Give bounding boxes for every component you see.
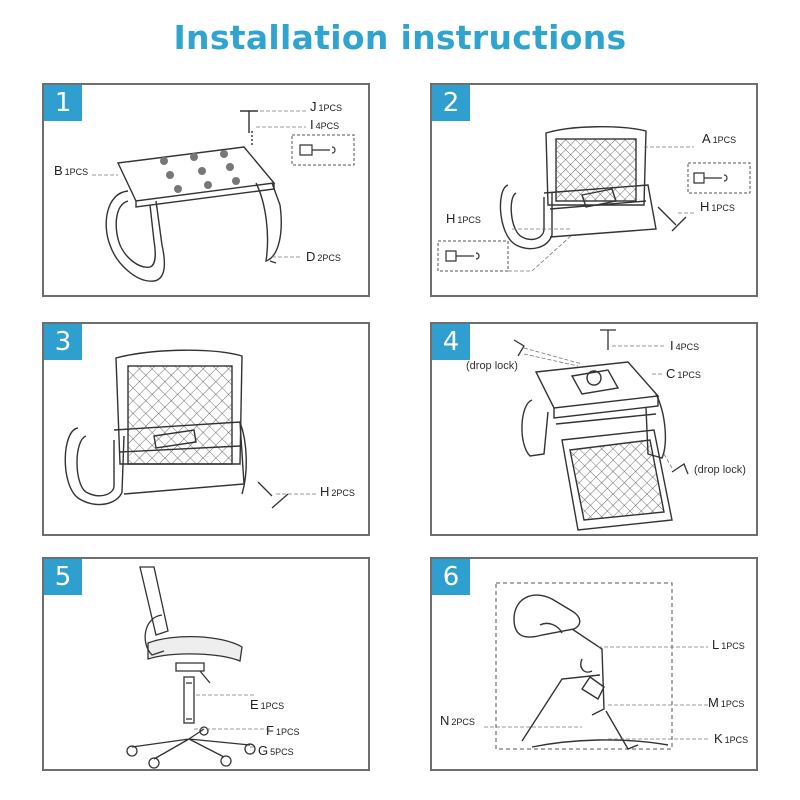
step-2-panel: 2 [430, 83, 758, 297]
step-number: 5 [44, 559, 82, 595]
step-number: 6 [432, 559, 470, 595]
headrest-attach-illustration [484, 582, 708, 750]
drop-lock-note-right: (drop lock) [694, 464, 746, 476]
page-title: Installation instructions [173, 18, 627, 57]
step-number: 4 [432, 324, 470, 360]
step-number: 1 [44, 85, 82, 121]
mechanism-attach-illustration [513, 329, 689, 531]
backrest-attach-illustration [437, 126, 751, 272]
step-number: 2 [432, 85, 470, 121]
seat-base-illustration [92, 110, 355, 282]
drop-lock-note-left: (drop lock) [466, 360, 518, 372]
step-number: 3 [44, 324, 82, 360]
backrest-screw-illustration [64, 349, 316, 509]
step-1-panel: 1 [42, 83, 370, 297]
base-assembly-illustration [126, 566, 270, 769]
